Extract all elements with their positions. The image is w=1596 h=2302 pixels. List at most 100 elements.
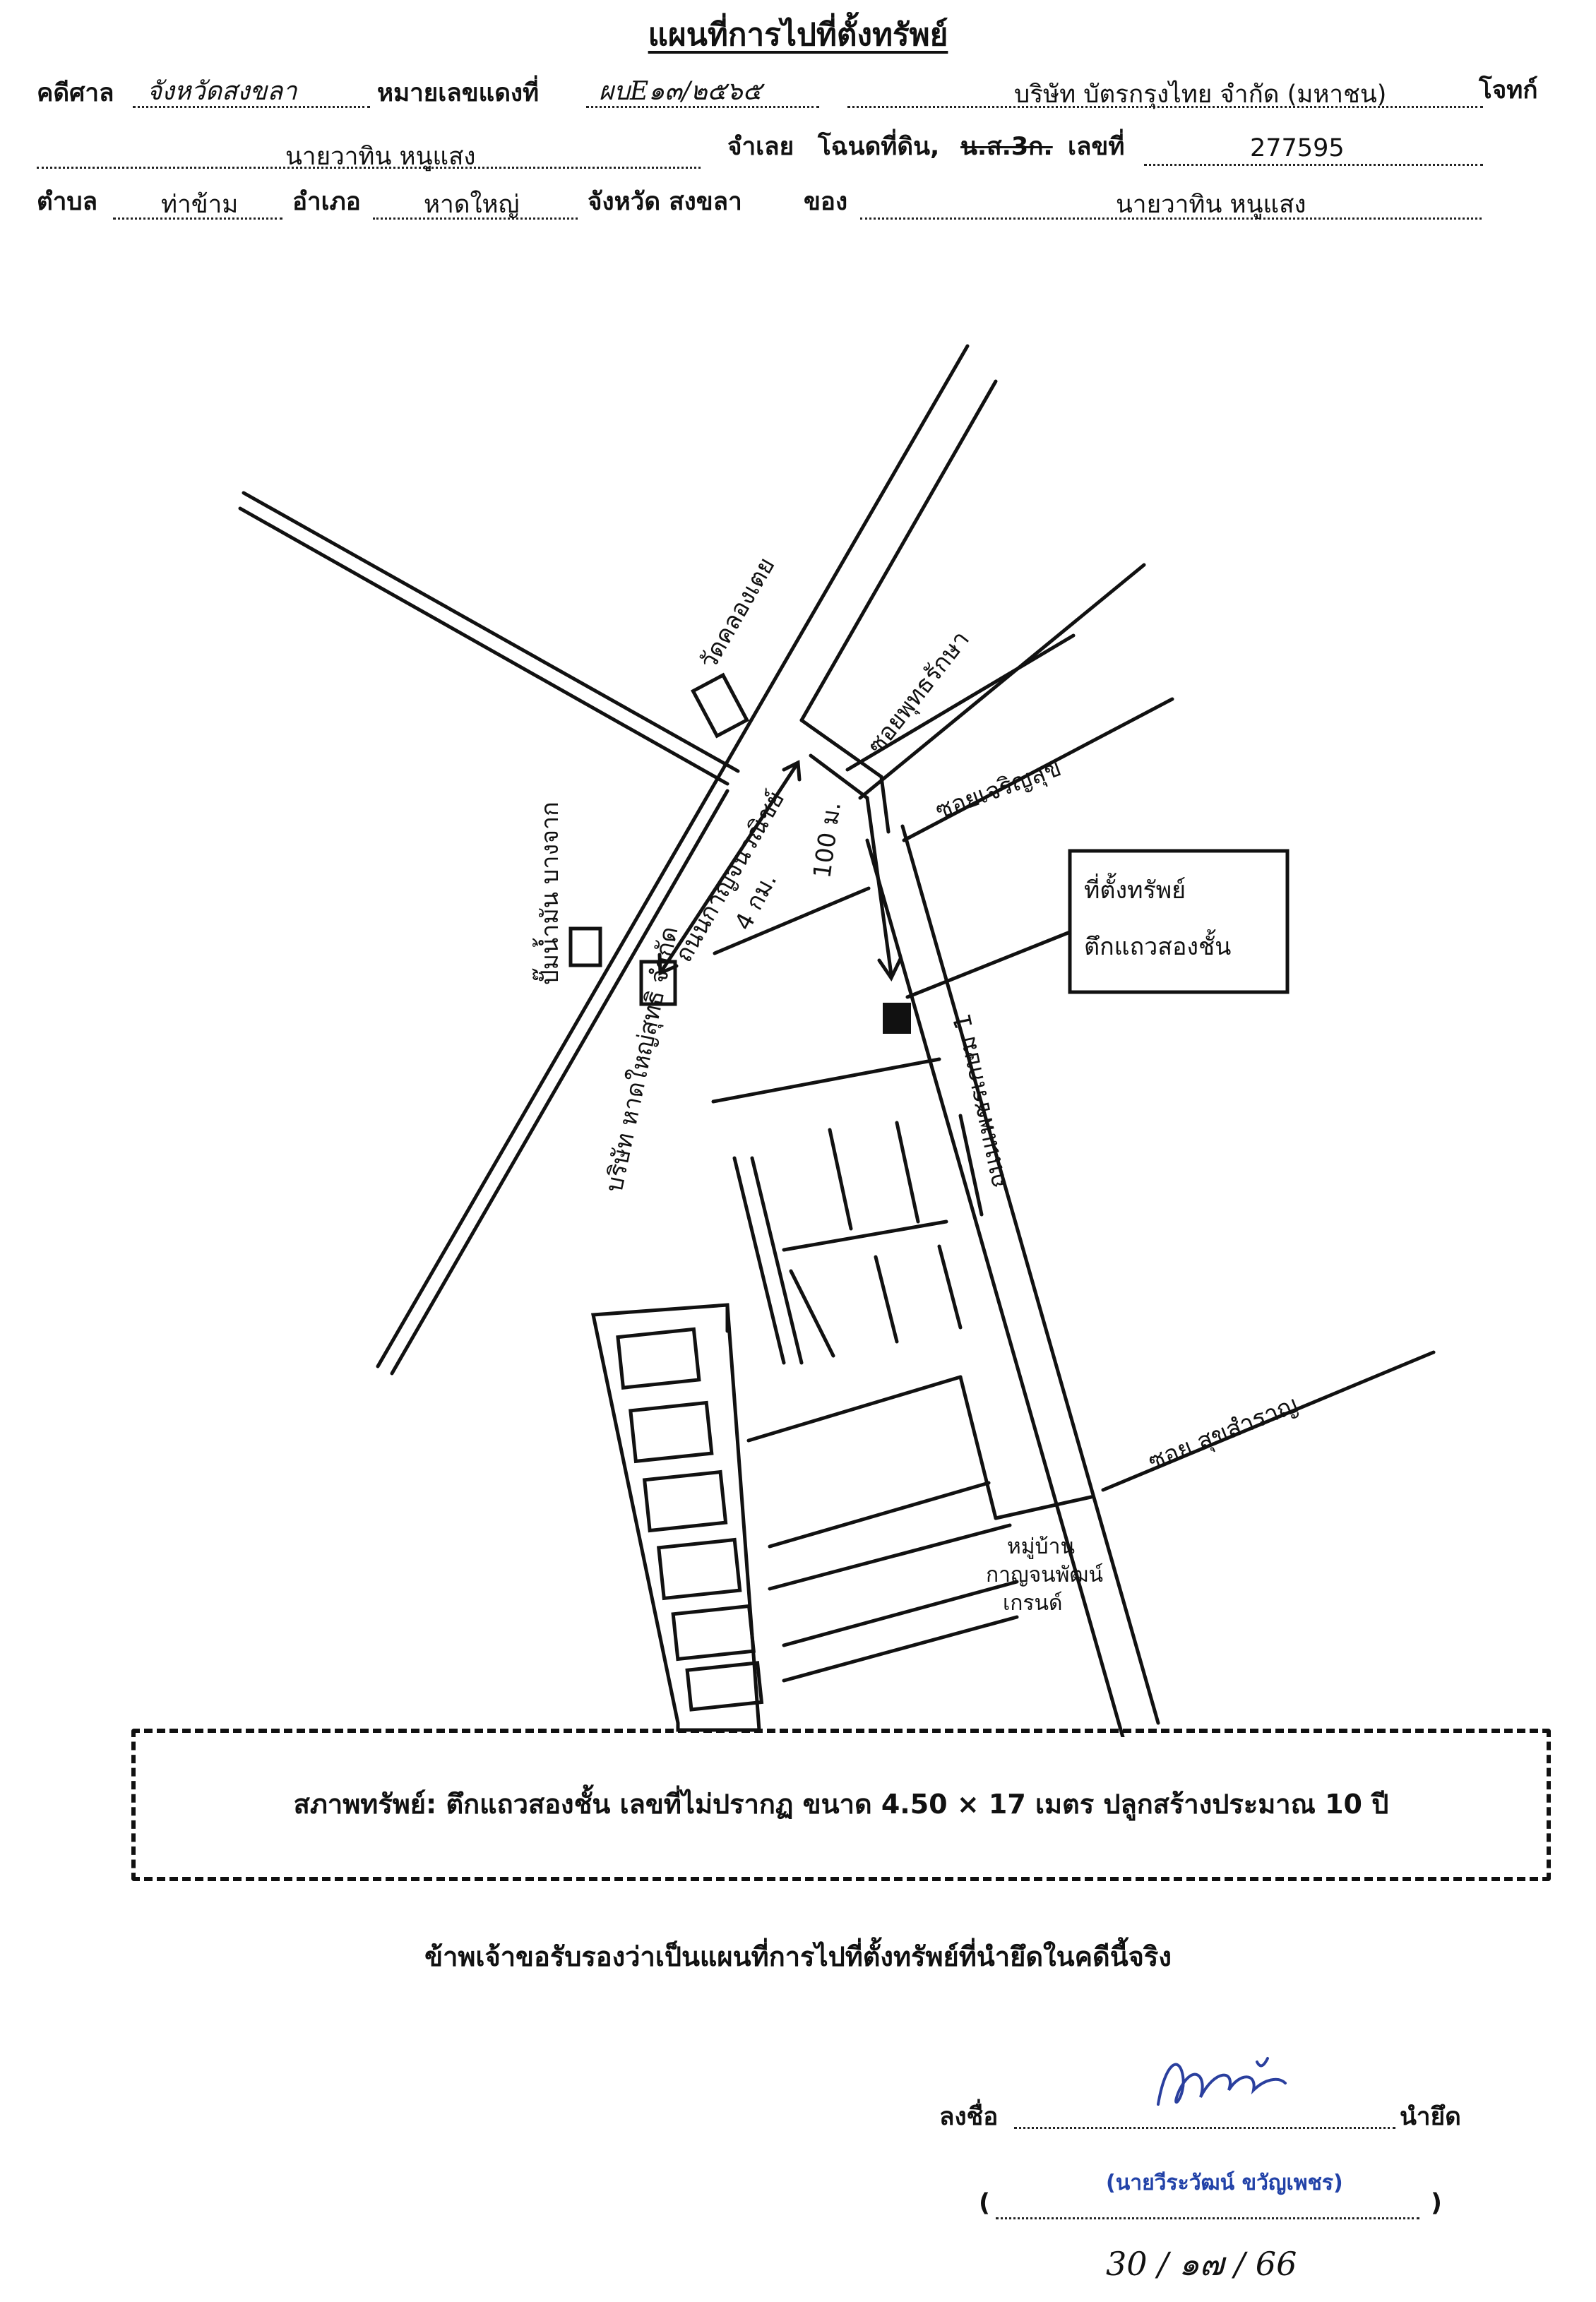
property-callout-box — [1068, 849, 1290, 994]
tambon-underline — [113, 217, 282, 220]
temple-label: วัดคลองเตย — [694, 553, 780, 674]
house-6 — [685, 1661, 764, 1712]
distance-arrowhead-bottom — [657, 953, 679, 976]
mid-row-2 — [958, 1375, 998, 1520]
soi-1-label: ซอยพุทธรักษา — [862, 626, 975, 760]
grid-lane-9 — [937, 1244, 963, 1330]
province-text: จังหวัด สงขลา — [588, 188, 742, 216]
paren-open: ( — [979, 2189, 990, 2217]
grid-lane-2 — [750, 1156, 804, 1365]
distance-arrowhead-top — [782, 760, 802, 782]
grid-lane-6 — [782, 1219, 948, 1252]
signature-date: 30 / ๑๗ / 66 — [1106, 2245, 1297, 2283]
house-1 — [616, 1327, 701, 1390]
location-map: วัดคลองเตย ถนนกาญจนวณิชย์ ปั๊มน้ำมัน บาง… — [238, 344, 1436, 1737]
defendant-underline — [37, 167, 701, 169]
distance-right-label: 100 ม. — [808, 800, 847, 880]
court-label: คดีศาล — [37, 79, 114, 107]
owner-underline — [860, 217, 1482, 220]
soi-branch-2 — [858, 563, 1146, 800]
sign-label: ลงชื่อ — [939, 2103, 999, 2131]
signature-line — [1014, 2127, 1395, 2129]
paren-close: ) — [1431, 2189, 1442, 2217]
upper-left-road-edge-2 — [242, 491, 740, 773]
soi-2-label: ซอยเจริญสุข — [931, 753, 1065, 825]
plaintiff-underline — [847, 106, 1483, 108]
main-road-edge-2 — [390, 789, 729, 1376]
mid-row-6 — [782, 1615, 1019, 1683]
property-box-line-1: ที่ตั้งทรัพย์ — [1084, 873, 1186, 905]
bend-road-1 — [799, 718, 883, 779]
distance-arrow-main — [658, 761, 800, 975]
upper-left-road-edge-1 — [238, 506, 729, 786]
deed-number-underline — [1144, 164, 1483, 166]
house-3 — [642, 1469, 728, 1533]
gas-station-box — [568, 926, 602, 967]
house-5 — [671, 1604, 756, 1662]
arrow-bend-1 — [809, 753, 869, 800]
village-line-1: หมู่บ้าน — [1007, 1534, 1075, 1559]
plaintiff-label: โจทก์ — [1479, 76, 1538, 105]
court-underline — [133, 106, 370, 108]
deed-number-value: 277595 — [1250, 134, 1345, 162]
gas-station-label: ปั๊มน้ำมัน บางจาก — [532, 801, 564, 985]
grid-lane-7 — [789, 1269, 835, 1358]
grid-lane-1 — [732, 1156, 786, 1365]
secondary-road-edge-2 — [900, 824, 1160, 1725]
signer-role: นำยึด — [1400, 2103, 1461, 2131]
arrowhead-property — [877, 957, 903, 982]
property-condition-box: สภาพทรัพย์: ตึกแถวสองชั้น เลขที่ไม่ปรากฏ… — [131, 1729, 1551, 1881]
soi-right-lower — [1101, 1350, 1436, 1492]
soi-branch-3 — [902, 697, 1174, 842]
bend-road-2 — [879, 775, 891, 834]
certification-statement: ข้าพเจ้าขอรับรองว่าเป็นแผนที่การไปที่ตั้… — [424, 1941, 1172, 1972]
house-2 — [629, 1400, 714, 1464]
mid-row-7 — [994, 1495, 1093, 1520]
lane-2 — [711, 1057, 941, 1104]
village-line-2: กาญจนพัฒน์ — [986, 1563, 1103, 1587]
grid-lane-8 — [874, 1255, 899, 1344]
deed-label: โฉนดที่ดิน, — [818, 133, 940, 161]
property-box-line-2: ตึกแถวสองชั้น — [1084, 929, 1231, 961]
secondary-road-edge-1 — [865, 838, 1125, 1737]
plaintiff-value: บริษัท บัตรกรุงไทย จำกัด (มหาชน) — [1014, 80, 1387, 109]
arrow-to-property — [865, 796, 893, 977]
property-marker — [883, 1003, 911, 1034]
mid-row-1 — [746, 1375, 963, 1443]
soi-branch-1 — [845, 633, 1076, 772]
defendant-label: จำเลย — [727, 133, 794, 161]
defendant-value: นายวาทิน หนูแสง — [285, 143, 476, 171]
signer-name-stamp: (นายวีระวัฒน์ ขวัญเพชร) — [1106, 2171, 1343, 2195]
amphoe-label: อำเภอ — [292, 188, 361, 216]
handwritten-signature — [1157, 2057, 1287, 2106]
house-4 — [656, 1537, 742, 1601]
tambon-label: ตำบล — [37, 188, 98, 216]
mid-row-3 — [768, 1481, 991, 1549]
case-underline — [586, 106, 819, 108]
main-road-edge-1 — [376, 344, 970, 1368]
amphoe-underline — [373, 217, 578, 220]
case-label: หมายเลขแดงที่ — [377, 79, 540, 107]
mid-row-4 — [768, 1523, 1012, 1591]
property-callout-pointer — [905, 930, 1072, 999]
grid-lane-4 — [895, 1121, 920, 1224]
page-title: แผนที่การไปที่ตั้งทรัพย์ — [648, 17, 948, 53]
tambon-value: ท่าข้าม — [161, 191, 239, 219]
grid-lane-3 — [828, 1128, 853, 1231]
soi-3-label: ซอย สุขสำราญ — [1144, 1390, 1302, 1476]
owner-value: นายวาทิน หนูแสง — [1116, 191, 1306, 219]
name-line — [996, 2217, 1419, 2219]
deed-number-label: เลขที่ — [1068, 133, 1125, 161]
property-condition-text: สภาพทรัพย์: ตึกแถวสองชั้น เลขที่ไม่ปรากฏ… — [293, 1789, 1389, 1820]
deed-struck-option: น.ส.3ก. — [960, 133, 1053, 161]
amphoe-value: หาดใหญ่ — [424, 191, 520, 219]
owner-label: ของ — [804, 188, 848, 216]
mid-row-5 — [782, 1580, 1019, 1647]
village-line-3: เกรนด์ — [1003, 1591, 1063, 1616]
lane-1 — [713, 886, 871, 955]
main-road-edge-3 — [799, 379, 998, 722]
case-value: ผบE๑๓/๒๕๖๕ — [599, 77, 762, 106]
temple-box — [691, 672, 750, 739]
grid-lane-5 — [958, 1114, 984, 1217]
court-value: จังหวัดสงขลา — [147, 77, 297, 106]
